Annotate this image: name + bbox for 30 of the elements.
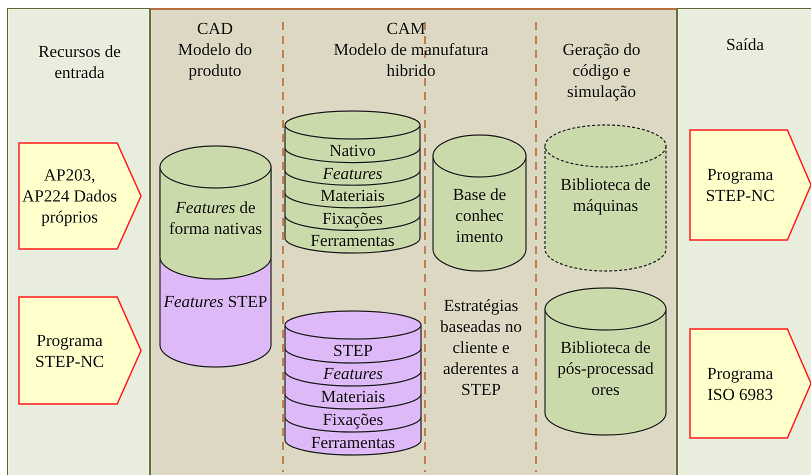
- layer-label: Ferramentas: [309, 230, 396, 252]
- column-heading: Modelo do produto: [176, 39, 254, 81]
- cylinder-label: Biblioteca de máquinas: [559, 174, 652, 216]
- column-panel: [150, 8, 677, 475]
- column-heading: Saída: [725, 34, 765, 55]
- shape-label: Programa STEP-NC: [704, 164, 776, 206]
- shape-label: Programa ISO 6983: [706, 362, 774, 404]
- layer-label: Fixações: [321, 208, 384, 230]
- layer-label: Ferramentas: [310, 432, 396, 454]
- layer-label: Materiais: [319, 185, 386, 208]
- shape-label: AP203, AP224 Dados próprios: [22, 164, 118, 228]
- layer-label: Features: [322, 363, 384, 385]
- column-heading: Geração do código e simulação: [562, 39, 642, 102]
- cylinder-label: Features STEP: [162, 291, 268, 312]
- layer-label: Nativo: [328, 140, 377, 162]
- cylinder-label: Features de forma nativas: [168, 197, 263, 239]
- cylinder-label: Base de conhec imento: [452, 184, 508, 247]
- note-text: Estratégias baseadas no cliente e aderentes a STEP: [439, 295, 523, 400]
- column-heading: Recursos de entrada: [37, 41, 122, 83]
- layer-label: Materiais: [320, 386, 386, 408]
- column-heading: Modelo de manufatura hibrido: [332, 39, 490, 81]
- layer-label: STEP: [332, 340, 374, 362]
- layer-label: Features: [322, 162, 384, 185]
- column-heading: CAD: [196, 18, 234, 39]
- shape-label: Programa STEP-NC: [34, 330, 106, 372]
- layer-label: Fixações: [322, 409, 384, 431]
- column-heading: CAM: [386, 18, 426, 39]
- column-panel: [677, 8, 811, 475]
- cylinder-label: Biblioteca de pós-processad ores: [556, 337, 655, 400]
- column-panel: [7, 8, 150, 475]
